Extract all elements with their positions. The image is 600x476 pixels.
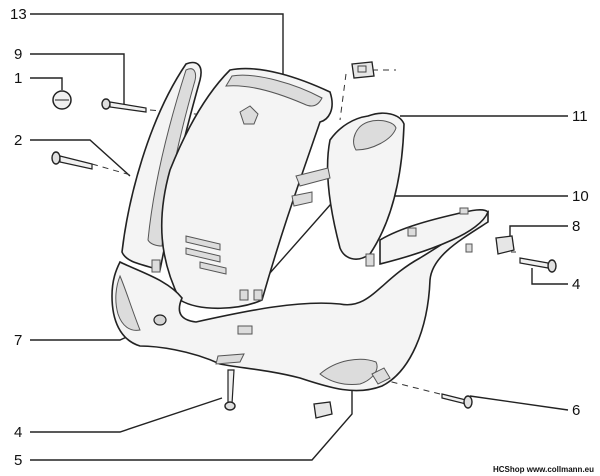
- callout-7: 7: [14, 332, 22, 349]
- callout-8: 8: [572, 218, 580, 235]
- leg-shield-floor: [111, 207, 489, 392]
- leader-8: [509, 225, 568, 240]
- hardware: [51, 61, 557, 419]
- leader-4-bottom: [30, 397, 223, 433]
- arm-tab-2: [365, 253, 375, 267]
- left-panel-inner: [147, 68, 197, 247]
- vent-slot-1: [185, 235, 221, 251]
- right-panel-bracket: [295, 167, 331, 187]
- footer-credit: HCShop www.collmann.eu: [493, 465, 594, 474]
- leader-4-right: [531, 268, 568, 285]
- clip-part8: [495, 235, 515, 255]
- leader-5: [30, 388, 353, 461]
- shield-vent-slots: [185, 235, 227, 275]
- screw-part6: [441, 393, 473, 409]
- right-side-panel: [291, 112, 405, 260]
- callout-2: 2: [14, 132, 22, 149]
- leader-13: [30, 13, 284, 80]
- callout-10: 10: [572, 188, 589, 205]
- leader-9: [30, 53, 125, 104]
- vent-slot-2: [185, 247, 221, 263]
- floor-right-arm: [379, 209, 489, 266]
- right-panel-bracket-2: [291, 191, 313, 207]
- front-shield: [160, 67, 333, 310]
- arm-hole-1: [407, 227, 417, 237]
- screw-part9: [101, 98, 147, 113]
- shield-nut: [239, 105, 259, 125]
- dash-screw2: [91, 163, 135, 177]
- right-panel-top: [353, 119, 397, 151]
- screw-part4-right: [519, 257, 557, 273]
- floor-boss: [371, 367, 391, 385]
- nut-part7: [153, 314, 167, 326]
- callout-labels: 13 9 1 2 11 10 8 4 7 6 4 5: [10, 6, 589, 469]
- callout-13: 13: [10, 6, 27, 23]
- clip-ring-part1: [52, 90, 72, 110]
- shield-top-edge: [225, 74, 323, 107]
- arm-tab: [465, 243, 473, 253]
- screw-part2: [51, 151, 93, 170]
- left-side-panel: [121, 61, 202, 273]
- arm-hole-2: [459, 207, 469, 215]
- callout-4-right: 4: [572, 276, 580, 293]
- callout-11: 11: [572, 108, 588, 125]
- callout-1: 1: [14, 70, 22, 87]
- vent-slot-3: [199, 261, 227, 275]
- floor-slot: [237, 325, 253, 335]
- leader-6: [469, 395, 569, 411]
- screw-part4-bottom: [224, 369, 236, 411]
- leader-2: [30, 139, 131, 177]
- callout-9: 9: [14, 46, 22, 63]
- dash-screw6: [383, 379, 441, 395]
- left-panel-tab-lower: [151, 259, 161, 273]
- right-panel-body: [326, 112, 405, 260]
- floor-edge-tab: [215, 353, 245, 365]
- nut-shape: [239, 105, 259, 125]
- callout-4-bottom: 4: [14, 424, 22, 441]
- callout-6: 6: [572, 402, 580, 419]
- floor-body: [111, 210, 489, 392]
- leader-1: [30, 77, 63, 90]
- center-clip-1: [239, 289, 249, 301]
- callout-5: 5: [14, 452, 22, 469]
- upper-clip: [351, 61, 375, 79]
- floor-left-curve: [115, 274, 141, 331]
- dash-clip-down: [339, 73, 347, 121]
- center-clip-2: [253, 289, 263, 301]
- clip-part5: [313, 401, 333, 419]
